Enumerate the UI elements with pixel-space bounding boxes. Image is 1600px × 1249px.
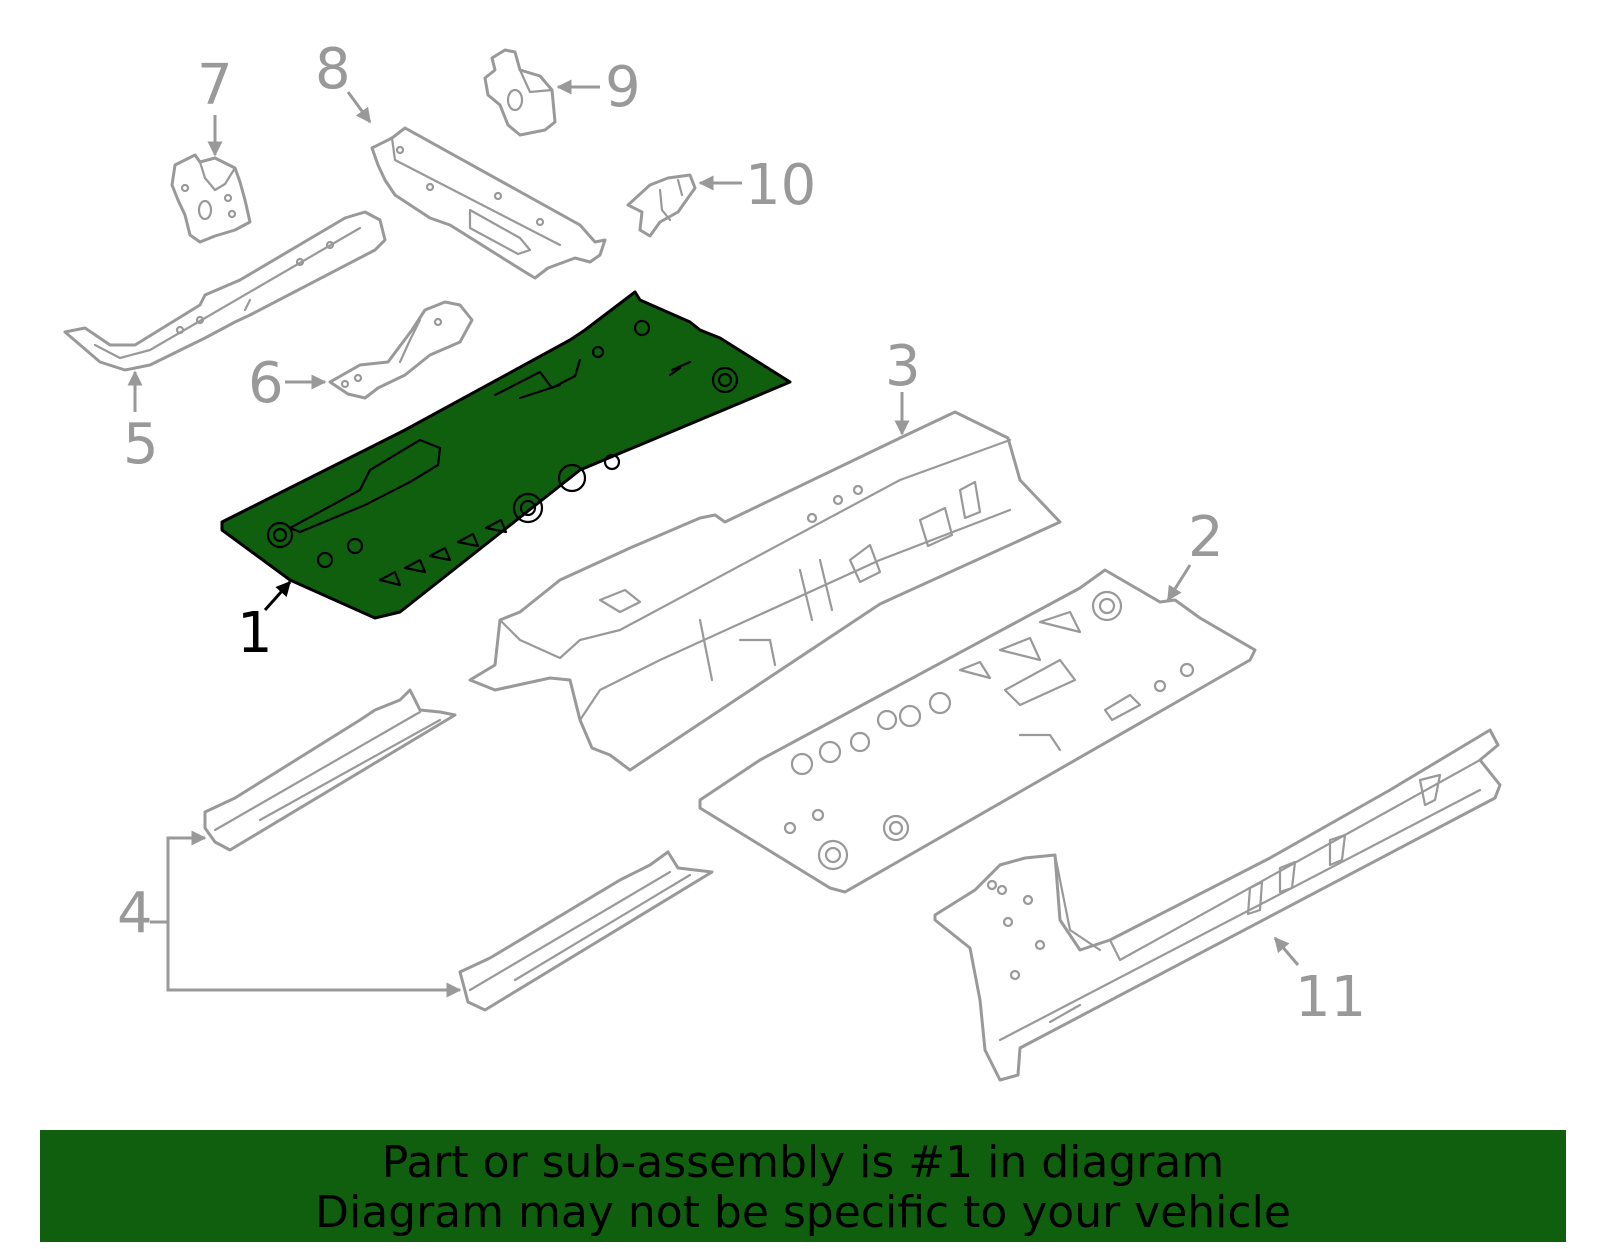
leader-2 bbox=[1166, 564, 1192, 602]
leader-4b bbox=[166, 922, 462, 998]
leader-4a bbox=[150, 830, 207, 924]
part-1-floor-panel bbox=[220, 290, 792, 620]
part-7-bracket bbox=[170, 153, 252, 244]
callout-8: 8 bbox=[315, 37, 351, 102]
banner-line-2: Diagram may not be specific to your vehi… bbox=[315, 1187, 1291, 1238]
part-6-bracket bbox=[328, 300, 474, 400]
part-2-floor-panel bbox=[698, 568, 1257, 894]
part-4-rail-upper bbox=[203, 688, 457, 852]
callout-9: 9 bbox=[605, 55, 641, 120]
leader-8 bbox=[346, 91, 372, 124]
part-11-rocker bbox=[933, 728, 1502, 1082]
callout-1: 1 bbox=[237, 601, 273, 666]
callout-11: 11 bbox=[1295, 965, 1366, 1030]
part-9-bracket bbox=[483, 48, 557, 137]
callout-4: 4 bbox=[117, 881, 153, 946]
leader-1 bbox=[263, 580, 292, 611]
part-3-tunnel bbox=[468, 410, 1062, 772]
callout-7: 7 bbox=[197, 53, 233, 118]
callout-2: 2 bbox=[1188, 505, 1224, 570]
info-banner: Part or sub-assembly is #1 in diagram Di… bbox=[40, 1130, 1566, 1242]
callout-6: 6 bbox=[248, 351, 284, 416]
part-8-crossmember bbox=[370, 126, 607, 280]
part-5-rail bbox=[63, 210, 387, 372]
part-4-rail-lower bbox=[458, 850, 714, 1012]
callout-5: 5 bbox=[123, 412, 159, 477]
part-10-bracket bbox=[626, 173, 697, 238]
banner-line-1: Part or sub-assembly is #1 in diagram bbox=[381, 1137, 1225, 1188]
leader-11 bbox=[1273, 936, 1300, 966]
leader-lines bbox=[127, 79, 1300, 998]
callout-10: 10 bbox=[745, 153, 816, 218]
callout-3: 3 bbox=[885, 334, 921, 399]
callouts: 1 2 3 4 5 6 7 8 9 10 11 bbox=[117, 37, 1366, 1030]
